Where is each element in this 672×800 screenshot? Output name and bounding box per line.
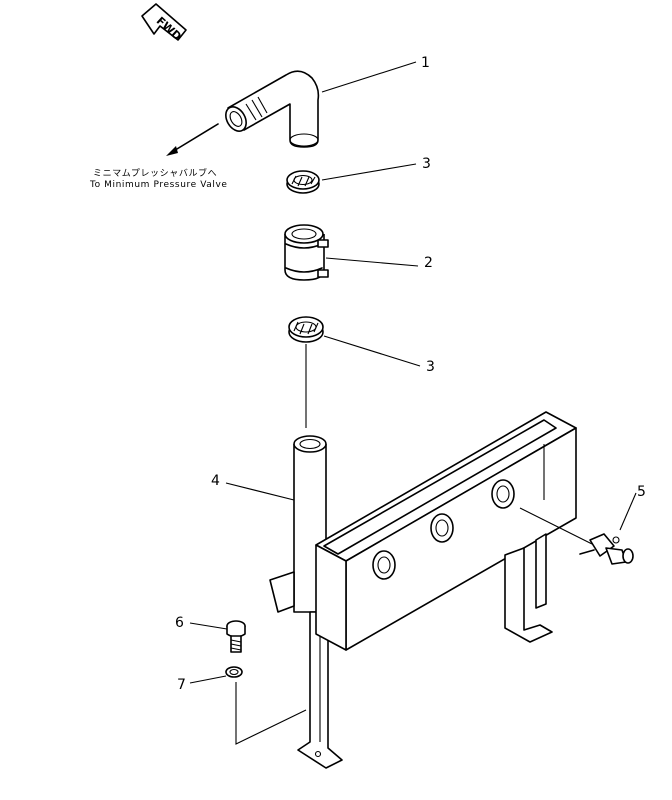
callout-1: 1: [421, 55, 430, 71]
part-1-elbow-pipe: [225, 70, 320, 148]
mounting-box: [315, 411, 577, 651]
part-7-washer: [225, 666, 243, 678]
callout-4: 4: [211, 473, 220, 489]
part-3-ring-lower: [288, 316, 324, 343]
part-6-bolt: [226, 620, 246, 653]
note-japanese: ミニマムプレッシャバルブへ: [93, 167, 217, 179]
callout-3-lower: 3: [426, 359, 435, 375]
callout-7: 7: [177, 677, 186, 693]
installation-line: [235, 682, 307, 745]
leader-lines: [189, 61, 637, 684]
flow-direction-arrow: [166, 123, 219, 156]
box-port-fittings: [372, 479, 515, 580]
callout-6: 6: [175, 615, 184, 631]
destination-note: ミニマムプレッシャバルブへ To Minimum Pressure Valve: [89, 167, 228, 190]
part-3-ring-upper: [286, 170, 320, 194]
part-2-hose-clamp: [284, 224, 329, 281]
callout-3-upper: 3: [422, 156, 431, 172]
callout-2: 2: [424, 255, 433, 271]
part-5-drain-cock: [519, 507, 634, 565]
note-english: To Minimum Pressure Valve: [89, 180, 228, 190]
callout-5: 5: [637, 484, 646, 500]
callout-numbers: 1 2 3 3 4 5 6 7: [175, 55, 646, 693]
fwd-arrow-marker: FWD: [141, 3, 187, 43]
